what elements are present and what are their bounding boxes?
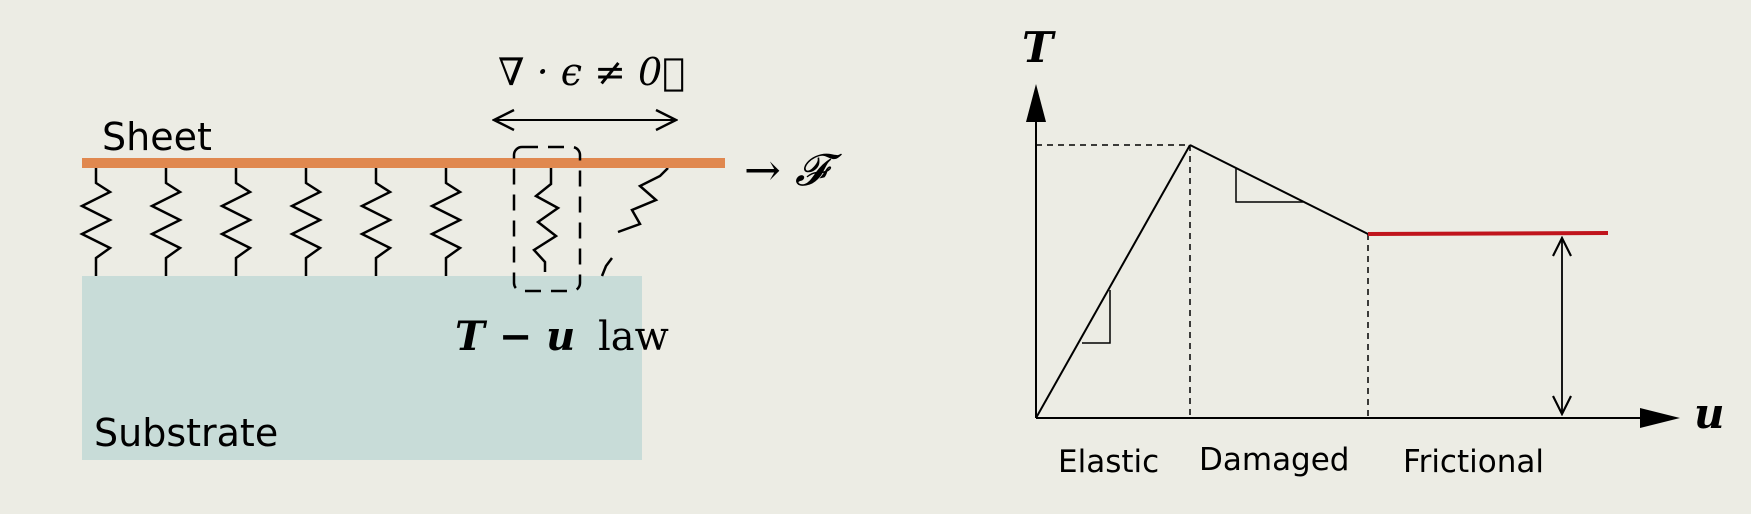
right-panel: T u Elastic Damaged Frictional (1022, 23, 1725, 480)
elastic-slope-triangle (1082, 290, 1111, 344)
spring-damaged (532, 168, 561, 272)
spring-intact (359, 168, 393, 276)
spring-intact (289, 168, 323, 276)
frictional-branch (1367, 231, 1609, 236)
spring-intact (79, 168, 113, 276)
region-label-frictional: Frictional (1403, 444, 1544, 480)
x-axis-arrowhead (1640, 408, 1680, 428)
spring-intact (149, 168, 183, 276)
spring-broken-lower (600, 257, 613, 277)
damaged-branch (1189, 144, 1369, 235)
sheet-label: Sheet (102, 115, 212, 159)
law-word: law (598, 314, 669, 360)
spring-broken-upper (617, 167, 669, 234)
x-axis-label: u (1694, 389, 1725, 438)
force-label: → 𝓕 (744, 145, 843, 196)
elastic-branch (1035, 144, 1191, 419)
region-label-damaged: Damaged (1199, 442, 1350, 478)
law-label: T − u law (455, 313, 669, 360)
substrate-label: Substrate (94, 411, 278, 455)
divergence-label: ∇ · ϵ ≠ 0⃗ (498, 50, 685, 94)
damaged-slope-triangle (1235, 168, 1303, 203)
spring-intact (429, 168, 463, 276)
spring-intact (219, 168, 253, 276)
region-label-elastic: Elastic (1058, 444, 1159, 480)
spring-layer (79, 167, 669, 277)
y-axis-arrowhead (1026, 84, 1046, 122)
substrate-block (82, 276, 642, 460)
damaged-spring-dashed-box (512, 145, 582, 293)
law-symbol: T − u (455, 313, 575, 360)
y-axis-label: T (1022, 23, 1056, 72)
left-panel: Sheet Substrate → 𝓕 ∇ · ϵ ≠ 0⃗ T − u law (79, 50, 843, 460)
